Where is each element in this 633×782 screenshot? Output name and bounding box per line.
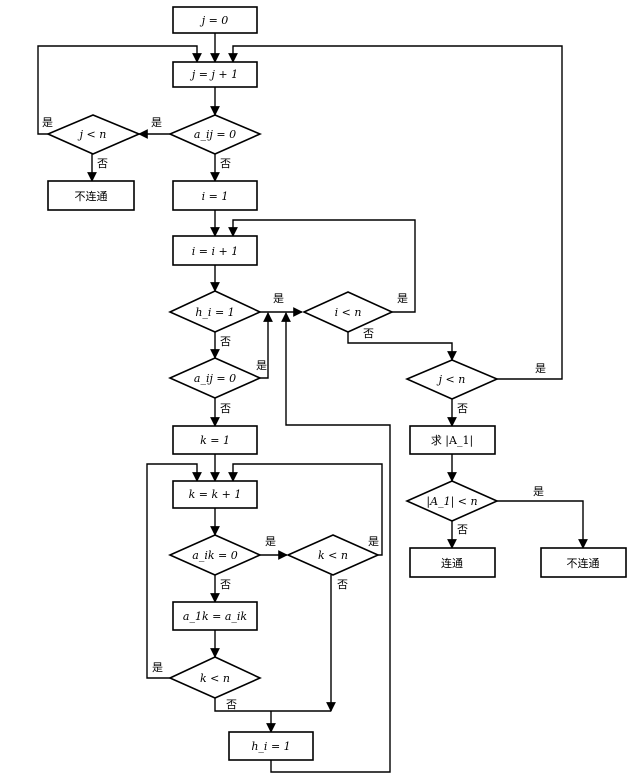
label-yes: 是	[152, 661, 163, 674]
node-klt-right-diamond	[286, 534, 380, 576]
node-aij0-diamond	[168, 357, 262, 399]
node-jlt-right-diamond	[404, 359, 500, 400]
label-no: 否	[220, 402, 231, 415]
label-no: 否	[220, 578, 231, 591]
node-kinc-box	[172, 480, 258, 509]
label-no: 否	[220, 335, 231, 348]
edge-jlt-right-yes-loop	[228, 45, 563, 380]
node-notconn-left-box	[47, 180, 135, 211]
node-i1: i = 1	[202, 190, 229, 203]
node-k1-box	[172, 425, 258, 455]
node-aij0: a_ij = 0	[194, 372, 236, 385]
node-klt-right: k < n	[318, 549, 348, 562]
label-yes: 是	[256, 359, 267, 372]
node-notconn-right-box	[540, 547, 627, 578]
node-klt-bottom-diamond	[168, 656, 262, 699]
node-aik0-diamond	[168, 534, 262, 576]
edge-A1lt-yes	[497, 500, 588, 549]
node-i1-box	[172, 180, 258, 211]
node-hi1-diamond	[168, 290, 262, 333]
node-j0-box	[172, 6, 258, 34]
node-connected: 连通	[441, 557, 463, 570]
node-hi1: h_i = 1	[195, 306, 234, 319]
label-yes: 是	[42, 116, 53, 129]
nodes: j = 0 j = j + 1 不连通 i = 1 i = i + 1 k = …	[45, 6, 627, 761]
node-iinc: i = i + 1	[192, 245, 238, 258]
label-no: 否	[226, 698, 237, 711]
node-jlt-right: j < n	[436, 373, 466, 386]
node-assign-box	[172, 601, 258, 631]
node-aik-assign: a_1k = a_ik	[183, 610, 248, 623]
connectors	[37, 33, 588, 773]
node-jlt-left-diamond	[45, 114, 142, 155]
node-jlt-left: j < n	[77, 128, 107, 141]
label-yes: 是	[368, 535, 379, 548]
label-yes: 是	[397, 292, 408, 305]
edge-hi-assign-loop	[270, 312, 391, 773]
edge-ilt-yes-loop	[228, 219, 416, 313]
node-ilt: i < n	[335, 306, 362, 319]
node-jinc: j = j + 1	[189, 68, 238, 81]
label-yes: 是	[533, 485, 544, 498]
node-notconn-right: 不连通	[567, 557, 600, 570]
label-yes: 是	[265, 535, 276, 548]
node-k1: k = 1	[200, 434, 230, 447]
node-kinc: k = k + 1	[189, 488, 242, 501]
label-no: 否	[97, 157, 108, 170]
node-klt-bottom: k < n	[200, 672, 230, 685]
node-hi-assign-box	[228, 731, 314, 761]
node-aij0-top-diamond	[167, 114, 263, 155]
node-connected-box	[409, 547, 496, 578]
node-qiuA1-box	[409, 425, 496, 455]
node-jinc-box	[172, 61, 258, 88]
node-aik0: a_ik = 0	[192, 549, 237, 562]
node-aij0-top: a_ij = 0	[194, 128, 236, 141]
edge-klt-bottom-no	[214, 698, 331, 712]
label-yes: 是	[273, 292, 284, 305]
node-A1lt: |A_1| < n	[426, 495, 477, 509]
edge-ilt-no	[347, 332, 457, 361]
node-j0: j = 0	[199, 14, 229, 27]
label-no: 否	[457, 523, 468, 536]
node-qiuA1: 求 |A_1|	[431, 434, 473, 448]
edge-klt-right-yes-loop	[228, 463, 383, 556]
edge-klt-bottom-yes-loop	[146, 463, 202, 679]
node-A1lt-diamond	[405, 480, 499, 522]
edge-aij0-yes	[260, 312, 273, 379]
label-no: 否	[337, 578, 348, 591]
node-notconn-left: 不连通	[75, 190, 108, 203]
label-no: 否	[363, 327, 374, 340]
label-no: 否	[457, 402, 468, 415]
node-ilt-diamond	[302, 291, 394, 333]
edge-jlt-left-yes-loop	[37, 45, 202, 135]
branch-labels: 是 是 否 否 是 是 否 否 是 否 是 否 是 否 是 是 否 否 是 否	[42, 116, 546, 711]
label-yes: 是	[535, 362, 546, 375]
label-yes: 是	[151, 116, 162, 129]
node-iinc-box	[172, 235, 258, 266]
label-no: 否	[220, 157, 231, 170]
node-hi-assign: h_i = 1	[251, 740, 290, 753]
